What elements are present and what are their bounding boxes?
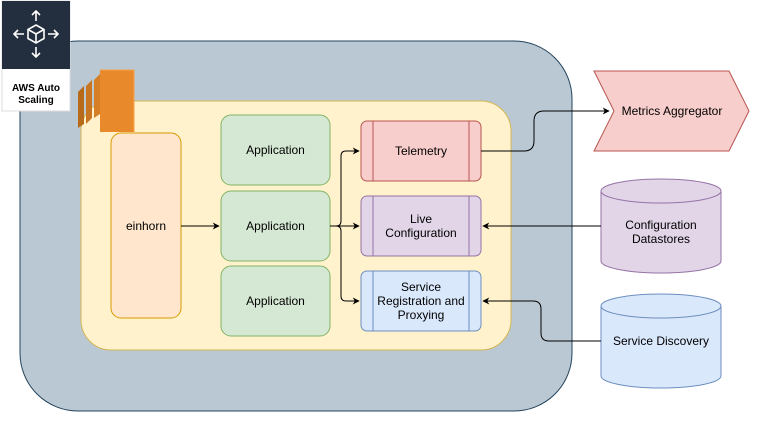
service-discovery-label: Service Discovery [612, 334, 710, 348]
service-registration-label: Service Registration and Proxying [377, 280, 465, 322]
application-box-3 [220, 265, 331, 337]
einhorn-label: einhorn [125, 218, 167, 233]
edge-application-to-service-registration [330, 225, 360, 305]
service-registration-box [360, 270, 482, 332]
aws-auto-scaling-icon [2, 1, 70, 69]
application-label-1: Application [246, 143, 305, 157]
service-discovery-cylinder [600, 293, 722, 389]
live-configuration-box [360, 195, 482, 257]
ec2-instance-icon [78, 69, 135, 132]
configuration-datastores-label: Configuration Datastores [625, 218, 697, 246]
aws-auto-scaling-label: AWS Auto Scaling [12, 83, 60, 106]
application-label-3: Application [246, 294, 305, 308]
configuration-datastores-cylinder [600, 178, 722, 274]
metrics-aggregator-label: Metrics Aggregator [621, 104, 723, 118]
application-label-2: Application [246, 219, 305, 233]
telemetry-label: Telemetry [394, 144, 447, 158]
edge-telemetry-to-metrics [481, 107, 610, 152]
live-configuration-label: Live Configuration [385, 212, 457, 240]
metrics-aggregator-shape [593, 70, 750, 152]
edge-discovery-to-service-registration [482, 297, 601, 342]
application-box-1 [220, 114, 331, 186]
